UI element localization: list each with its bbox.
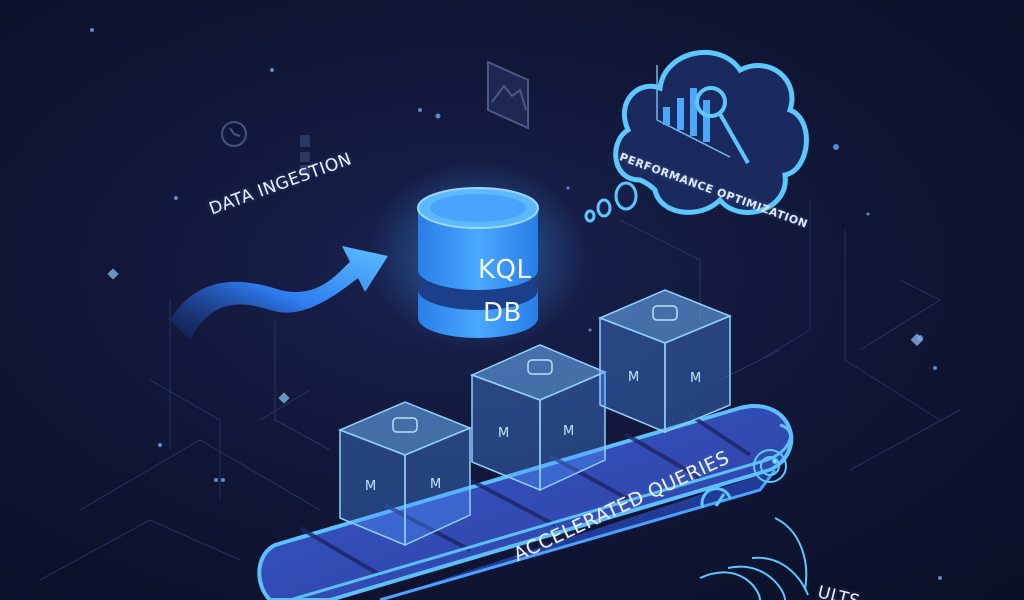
- database-cylinder-icon: [368, 160, 588, 350]
- result-arrows: [699, 517, 809, 600]
- block-icon: [300, 135, 310, 175]
- database-top-label: KQL: [478, 255, 532, 285]
- bar-chart-icon: [656, 65, 731, 158]
- thought-cloud-icon: [613, 49, 809, 215]
- roller-end-icon: [753, 449, 787, 483]
- curved-arrow-icon: [170, 246, 388, 340]
- svg-text:M: M: [563, 424, 574, 439]
- svg-text:M: M: [430, 477, 441, 492]
- cube-badge-icons: M M M M M M: [365, 370, 701, 494]
- database-bottom-label: DB: [483, 298, 522, 328]
- clock-icon: [221, 121, 247, 147]
- data-cubes: [338, 289, 732, 547]
- svg-text:M: M: [628, 370, 639, 385]
- svg-text:M: M: [690, 371, 701, 386]
- cube-1: [338, 401, 472, 547]
- svg-text:M: M: [365, 479, 376, 494]
- conveyor-belt: [257, 404, 794, 600]
- image-icon: [487, 60, 529, 130]
- svg-text:M: M: [498, 426, 509, 441]
- cube-3: [598, 289, 732, 434]
- thought-bubbles: [584, 181, 638, 223]
- speedometer-icon: [700, 487, 732, 509]
- cube-2: [469, 344, 607, 492]
- magnifying-glass-icon: [695, 86, 750, 164]
